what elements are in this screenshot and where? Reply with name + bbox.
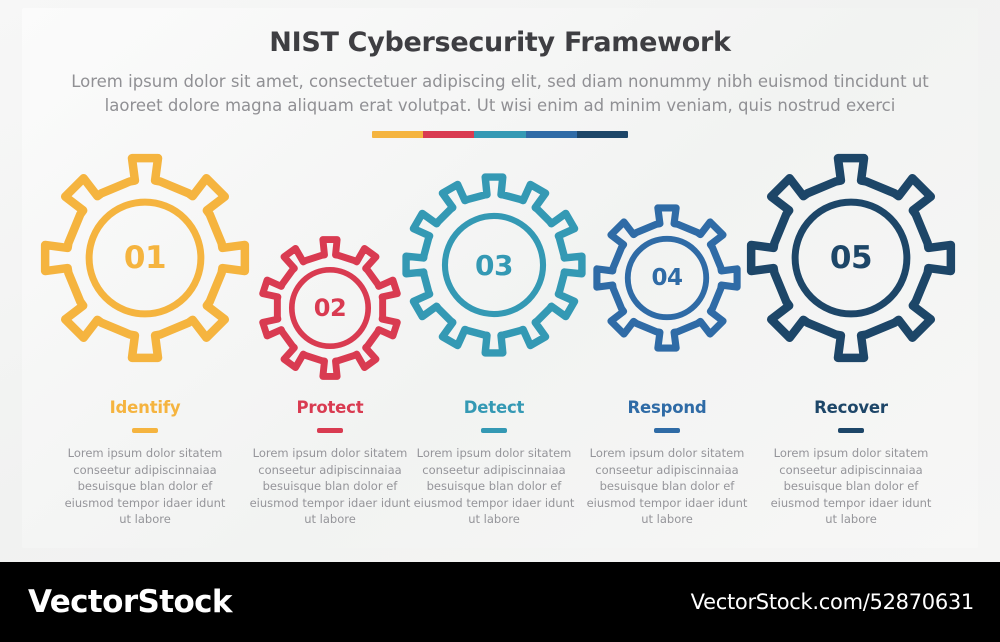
color-divider-bar: [372, 131, 628, 138]
gear-outline-02: [259, 236, 401, 380]
content-panel: [22, 8, 978, 548]
gear-number-label: 04: [651, 265, 683, 291]
gear-05[interactable]: 05: [745, 152, 957, 364]
gear-number-label: 01: [123, 240, 167, 276]
gear-number-label: 02: [313, 294, 347, 322]
brand-url-text: VectorStock.com/52870631: [690, 590, 975, 614]
step-label: Detect: [463, 398, 525, 417]
step-label: Protect: [296, 398, 364, 417]
step-description: Lorem ipsum dolor sitatem conseetur adip…: [770, 446, 932, 526]
step-label: Identify: [109, 398, 181, 417]
step-underline: [481, 428, 507, 433]
step-description: Lorem ipsum dolor sitatem conseetur adip…: [586, 446, 748, 526]
divider-segment-3: [474, 131, 526, 138]
divider-segment-4: [525, 131, 577, 138]
slide-background: NIST Cybersecurity Framework Lorem ipsum…: [0, 0, 1000, 562]
gear-04[interactable]: 04: [592, 203, 742, 353]
step-label: Respond: [627, 398, 707, 417]
page-subtitle: Lorem ipsum dolor sit amet, consectetuer…: [71, 72, 929, 115]
gear-outline-03: [402, 173, 586, 357]
gear-outline-04: [593, 204, 741, 352]
gear-03[interactable]: 03: [401, 172, 587, 358]
gear-outline-05: [746, 153, 956, 363]
step-label: Recover: [814, 398, 888, 417]
gear-01[interactable]: 01: [39, 152, 251, 364]
step-underline: [132, 428, 158, 433]
step-underline: [654, 428, 680, 433]
gear-number-label: 05: [829, 240, 873, 276]
divider-segment-1: [372, 131, 424, 138]
step-underline: [317, 428, 343, 433]
step-description: Lorem ipsum dolor sitatem conseetur adip…: [413, 446, 575, 526]
gear-number-label: 03: [475, 248, 513, 282]
page-title: NIST Cybersecurity Framework: [269, 27, 731, 58]
brand-logo-text: VectorStock: [28, 584, 233, 620]
step-description: Lorem ipsum dolor sitatem conseetur adip…: [64, 446, 226, 526]
gear-02[interactable]: 02: [257, 235, 403, 381]
step-underline: [838, 428, 864, 433]
divider-segment-2: [423, 131, 475, 138]
gear-outline-01: [40, 153, 250, 363]
watermark-footer: VectorStock VectorStock.com/52870631: [0, 562, 1000, 642]
divider-segment-5: [576, 131, 628, 138]
step-description: Lorem ipsum dolor sitatem conseetur adip…: [249, 446, 411, 526]
